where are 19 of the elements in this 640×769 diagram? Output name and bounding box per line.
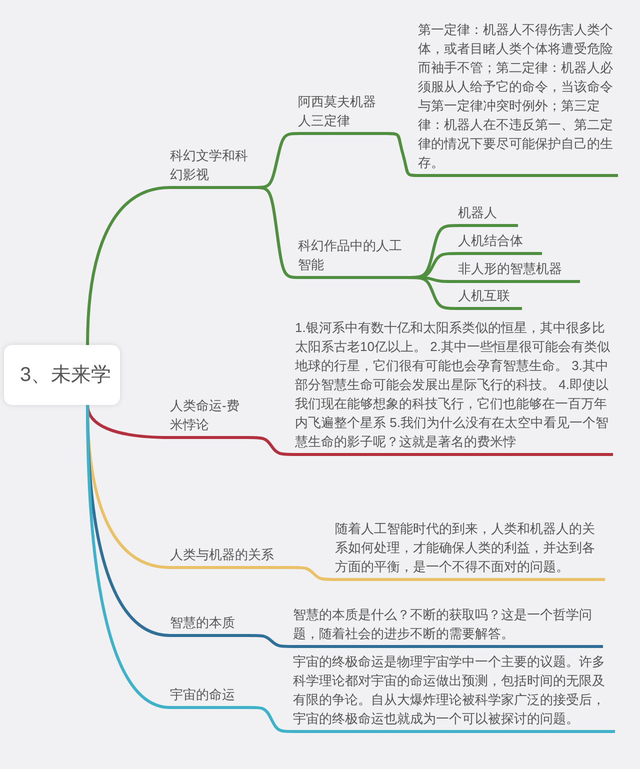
branch-label: 宇宙的命运 — [170, 685, 250, 709]
branch-label: 科幻作品中的人工智能 — [298, 236, 408, 279]
branch-label: 阿西莫夫机器人三定律 — [298, 92, 388, 135]
branch-label: 智慧的本质 — [170, 613, 250, 637]
branch-label: 科幻文学和科幻影视 — [170, 146, 256, 189]
branch-label: 人类命运-费米悖论 — [170, 396, 248, 439]
branch-label: 人机结合体 — [458, 231, 542, 255]
branch-label: 人类与机器的关系 — [170, 545, 292, 569]
branch-label: 人机互联 — [458, 286, 522, 310]
note-text: 随着人工智能时代的到来，人类和机器人的关系如何处理，才能确保人类的利益，并达到各方面的平衡，是一个不得不面对的问题。 — [335, 519, 605, 581]
note-text: 第一定律：机器人不得伤害人类个体，或者目睹人类个体将遭受危险而袖手不管；第二定律：机器人必须服从人给予它的命令，当该命令与第一定律冲突时例外；第三定律：机器人在不违反第一、第二定律的情况下要尽可能保护自己的生存。 — [418, 20, 618, 177]
note-text: 智慧的本质是什么？不断的获取吗？这是一个哲学问题，随着社会的进步不断的需要解答。 — [293, 605, 603, 648]
note-text: 宇宙的终极命运是物理宇宙学中一个主要的议题。许多科学理论都对宇宙的命运做出预测，包括时间的无限及有限的争论。自从大爆炸理论被科学家广泛的接受后，宇宙的终极命运也就成为一个可以被探讨的问题。 — [293, 652, 615, 733]
branch-line — [86, 404, 172, 709]
note-text: 1.银河系中有数十亿和太阳系类似的恒星，其中很多比太阳系古老10亿以上。 2.其中一些恒星很可能会有类似地球的行星，它们很有可能也会孕育智慧生命。 3.其中部分智慧生命可能会发展出星际飞行的科技。 4.即使以我们现在能够想象的科技飞行，它们也能够在一百万年内飞遍整个星系 5.我们为什么没有在太空中看见一个智慧生命的影子呢？这就是著名的费米悖 — [295, 318, 613, 456]
branch-label: 非人形的智慧机器 — [458, 259, 580, 283]
branch-line — [86, 186, 172, 346]
root-topic-box: 3、未来学 — [4, 345, 120, 405]
branch-label: 机器人 — [458, 203, 518, 227]
